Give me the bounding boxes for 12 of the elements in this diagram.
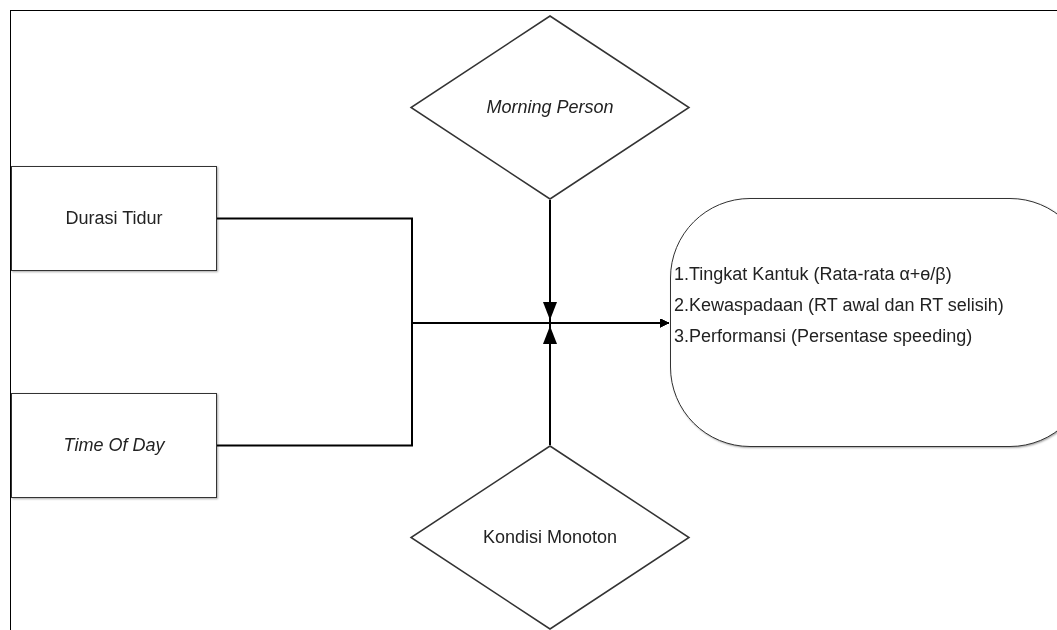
list-item: 1.Tingkat Kantuk (Rata-rata α+ө/β) (674, 263, 953, 286)
outcome-box (670, 198, 1057, 447)
list-item: 3.Performansi (Persentase speeding) (674, 325, 974, 348)
node-label: Morning Person (486, 96, 614, 119)
process-box (11, 166, 217, 271)
process-box (11, 393, 217, 498)
list-item: 2.Kewaspadaan (RT awal dan RT selisih) (674, 294, 1005, 317)
node-label: Time Of Day (63, 434, 165, 457)
node-label: Durasi Tidur (65, 207, 163, 230)
decision-diamond (410, 445, 690, 630)
node-label: Kondisi Monoton (482, 526, 618, 549)
decision-diamond (410, 15, 690, 200)
